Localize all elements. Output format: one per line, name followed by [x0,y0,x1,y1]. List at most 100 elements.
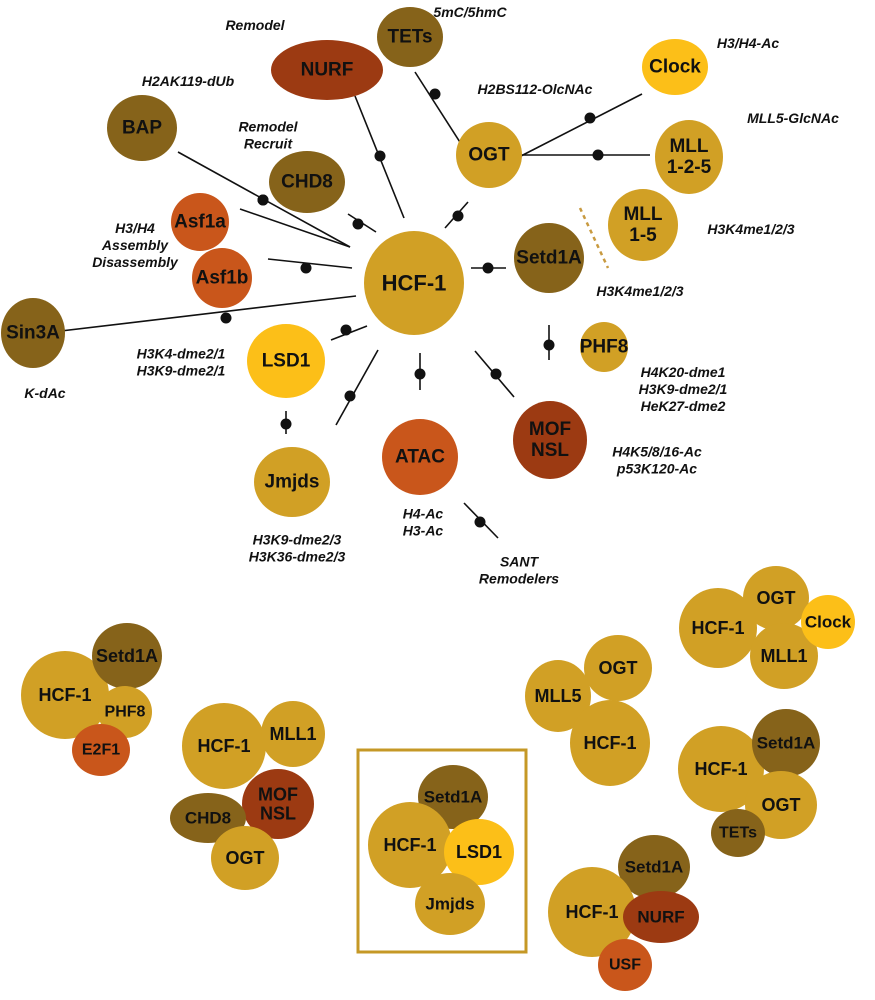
complex-c2-member-mof-nsl-label: NSL [260,804,296,824]
mod-label-mc: 5mC/5hmC [433,4,507,20]
node-mll125[interactable]: MLL1-2-5 [655,120,723,194]
complex-c2-member-chd8[interactable]: CHD8 [170,793,246,843]
complex-c7-member-nurf[interactable]: NURF [623,891,699,943]
modification-label-text: H4K20-dme1 [641,364,726,380]
complex-c6-member-setd1a[interactable]: Setd1A [752,709,820,777]
complex-c7-member-setd1a[interactable]: Setd1A [618,835,690,899]
node-ogt-shape [456,122,522,188]
complex-c4-member-ogt-label: OGT [599,658,638,678]
complex-c2-member-hcf-1[interactable]: HCF-1 [182,703,266,789]
complex-c1-member-phf8[interactable]: PHF8 [98,686,152,738]
node-bap[interactable]: BAP [107,95,177,161]
modification-label-text: Remodelers [479,571,559,587]
node-mll15-shape [608,189,678,261]
modification-label-text: Recruit [244,136,294,152]
modification-label-text: H3/H4 [115,220,155,236]
modification-label-text: MLL5-GlcNAc [747,110,839,126]
complex-c4-member-hcf-1[interactable]: HCF-1 [570,700,650,786]
node-tets[interactable]: TETs [377,7,443,67]
complex-c5-member-mll1[interactable]: MLL1 [750,623,818,689]
node-ogt[interactable]: OGT [456,122,522,188]
complex-c6-member-hcf-1-label: HCF-1 [695,759,748,779]
node-lsd1[interactable]: LSD1 [247,324,325,398]
modification-label-text: Disassembly [92,254,179,270]
node-asf1b[interactable]: Asf1b [192,248,252,308]
node-sin3a[interactable]: Sin3A [1,298,65,368]
interaction-edge [239,208,351,248]
interaction-node-dot [300,262,312,274]
complex-c7-member-usf-label: USF [609,957,641,974]
complex-c3-member-setd1a-label: Setd1A [424,788,483,807]
node-setd1a[interactable]: Setd1A [514,223,584,293]
node-sin3a-label: Sin3A [6,323,60,344]
node-hcf-1-center[interactable]: HCF-1 [364,231,464,335]
mod-label-kdac: K-dAc [24,385,65,401]
complex-c3-member-lsd1[interactable]: LSD1 [444,819,514,885]
complex-c4-member-ogt[interactable]: OGT [584,635,652,701]
complex-c1-member-setd1a-shape [92,623,162,689]
interaction-node-dot [352,218,364,230]
node-clock[interactable]: Clock [642,39,708,95]
complex-c5-member-clock[interactable]: Clock [801,595,855,649]
complex-c6-member-ogt-shape [745,771,817,839]
complex-c1-member-phf8-label: PHF8 [105,704,146,721]
complex-c7-member-setd1a-label: Setd1A [625,858,684,877]
mod-label-h3k4me_b: H3K4me1/2/3 [596,283,683,299]
complex-c1-member-e2f1[interactable]: E2F1 [72,724,130,776]
complex-c4-member-mll5[interactable]: MLL5 [525,660,591,732]
node-asf1a-label: Asf1a [174,212,226,233]
modification-label-text: H2AK119-dUb [142,73,235,89]
interaction-node-dot [474,516,486,528]
node-nurf-shape [271,40,383,100]
interaction-node-dot [490,368,502,380]
node-setd1a-label: Setd1A [516,248,582,269]
modification-label-text: H3/H4-Ac [717,35,779,51]
node-asf1a-shape [171,193,229,251]
node-asf1b-label: Asf1b [196,268,249,289]
modification-label-text: H2BS112-OlcNAc [478,81,593,97]
complex-c2-member-ogt[interactable]: OGT [211,826,279,890]
interaction-node-dot [592,149,604,161]
node-atac[interactable]: ATAC [382,419,458,495]
complex-c5-member-mll1-shape [750,623,818,689]
complex-c6-member-hcf-1[interactable]: HCF-1 [678,726,764,812]
complex-c3-member-jmjds[interactable]: Jmjds [415,873,485,935]
complex-c6-member-setd1a-shape [752,709,820,777]
complex-c3-member-hcf-1-label: HCF-1 [384,835,437,855]
modification-labels: Remodel5mC/5hmCH3/H4-AcH2BS112-OlcNAcH2A… [24,4,839,587]
complex-c2-member-hcf-1-label: HCF-1 [198,736,251,756]
complex-c1-member-hcf-1[interactable]: HCF-1 [21,651,109,739]
complex-c3-member-lsd1-label: LSD1 [456,842,502,862]
node-mll15[interactable]: MLL1-5 [608,189,678,261]
complex-c6-member-tets[interactable]: TETs [711,809,765,857]
node-chd8[interactable]: CHD8 [269,151,345,213]
node-phf8[interactable]: PHF8 [580,322,629,372]
complex-c7-member-usf[interactable]: USF [598,939,652,991]
node-nurf[interactable]: NURF [271,40,383,100]
interaction-edges [9,71,650,539]
complex-c5-member-ogt[interactable]: OGT [743,566,809,630]
modification-label-text: H3K9-dme2/1 [639,381,728,397]
complex-c2-member-mof-nsl-label: MOF [258,784,298,804]
node-asf1a[interactable]: Asf1a [171,193,229,251]
node-chd8-label: CHD8 [281,172,333,193]
complex-c3-member-hcf-1[interactable]: HCF-1 [368,802,452,888]
complex-c5-member-hcf-1[interactable]: HCF-1 [679,588,757,668]
complex-c1-member-e2f1-shape [72,724,130,776]
complex-c6-member-ogt[interactable]: OGT [745,771,817,839]
complex-c1-member-setd1a[interactable]: Setd1A [92,623,162,689]
complex-c2-member-mll1[interactable]: MLL1 [261,701,325,767]
complex-c5-member-clock-label: Clock [805,613,852,632]
complex-c7-member-hcf-1[interactable]: HCF-1 [548,867,636,957]
mod-label-h2ak119: H2AK119-dUb [142,73,235,89]
node-jmjds[interactable]: Jmjds [254,447,330,517]
